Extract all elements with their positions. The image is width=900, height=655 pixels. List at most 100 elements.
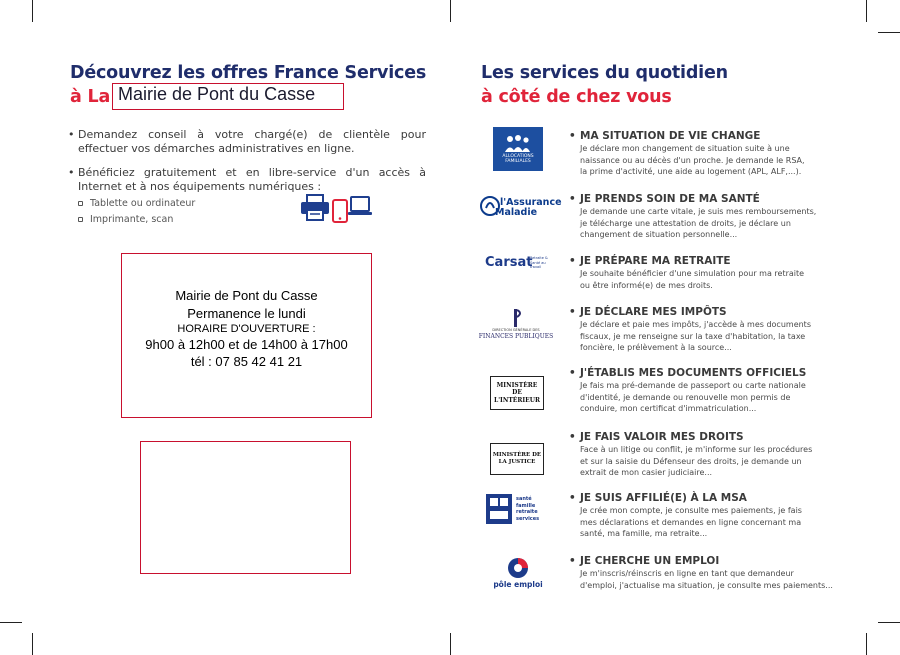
service-desc-line: Je fais ma pré-demande de passeport ou c… <box>580 381 806 390</box>
empty-info-box <box>140 441 351 574</box>
pole-emploi-logo: pôle emploi <box>490 553 546 593</box>
msa-logo: santé famille retraite services <box>486 494 546 524</box>
tablet-icon <box>332 199 348 223</box>
sub-item-imprimante: Imprimante, scan <box>68 212 426 228</box>
msa-logo-text2: famille <box>516 502 536 509</box>
square-bullet-icon <box>78 201 83 206</box>
service-desc-line: d'identité, je demande ou renouvelle mon… <box>580 392 791 402</box>
crop-mark <box>878 622 900 623</box>
service-sante: JE PRENDS SOIN DE MA SANTÉ Je demande un… <box>568 193 836 241</box>
service-situation-vie: MA SITUATION DE VIE CHANGE Je déclare mo… <box>568 130 836 178</box>
service-desc-line: fiscaux, je me renseigne sur la taxe d'h… <box>580 331 806 341</box>
caf-logo-text2: FAMILIALES <box>505 159 531 164</box>
caf-logo-text1: ALLOCATIONS <box>502 154 534 159</box>
justice-logo-text2: LA JUSTICE <box>498 459 536 465</box>
info-permanence: Permanence le lundi <box>187 306 306 321</box>
assurance-maladie-text1: l'Assurance <box>500 197 562 208</box>
service-title: JE DÉCLARE MES IMPÔTS <box>568 306 836 319</box>
carsat-logo: Carsat Retraite & Santé au travail <box>485 253 553 277</box>
left-title-line1: Découvrez les offres France Services <box>70 63 427 83</box>
crop-mark <box>32 0 33 22</box>
service-desc-line: et sur la saisie du Défenseur des droits… <box>580 456 802 466</box>
assurance-maladie-text2: Maladie <box>495 207 538 218</box>
interieur-logo-text3: L'INTÉRIEUR <box>494 396 540 404</box>
bullet-libre-service: Bénéficiez gratuitement et en libre-serv… <box>68 166 426 194</box>
msa-emblem-icon <box>486 494 512 524</box>
bullet-conseil: Demandez conseil à votre chargé(e) de cl… <box>68 128 426 156</box>
service-desc-line: changement de situation personnelle... <box>580 230 738 239</box>
square-bullet-icon <box>78 217 83 222</box>
right-title-line2: à côté de chez vous <box>481 87 672 107</box>
crop-mark <box>32 633 33 655</box>
service-desc-line: Je crée mon compte, je consulte mes paie… <box>580 506 802 515</box>
crop-mark <box>0 622 22 623</box>
family-icon <box>505 135 530 152</box>
location-name-field <box>112 83 344 110</box>
service-droits: JE FAIS VALOIR MES DROITS Face à un liti… <box>568 431 836 479</box>
msa-logo-text3: retraite <box>516 509 538 515</box>
msa-logo-text4: services <box>516 515 540 522</box>
service-desc-line: mes déclarations et demandes en ligne co… <box>580 517 802 527</box>
service-impots: JE DÉCLARE MES IMPÔTS Je déclare et paie… <box>568 306 836 354</box>
service-desc-line: je télécharge une attestation de droits,… <box>580 218 791 228</box>
interieur-logo-text2: DE <box>512 389 522 397</box>
sub-item-label: Tablette ou ordinateur <box>90 198 196 209</box>
left-bullet-list: Demandez conseil à votre chargé(e) de cl… <box>68 128 426 228</box>
right-title-line1: Les services du quotidien <box>481 63 728 83</box>
dgfip-emblem-icon <box>514 309 521 327</box>
service-desc-line: Face à un litige ou conflit, je m'inform… <box>580 445 813 454</box>
crop-mark <box>878 32 900 33</box>
crop-mark <box>450 0 451 22</box>
service-desc-line: Je déclare et paie mes impôts, j'accède … <box>580 320 811 329</box>
sub-item-label: Imprimante, scan <box>90 214 174 225</box>
service-desc-line: ou être informé(e) de mes droits. <box>580 280 713 290</box>
service-desc-line: naissance ou au décès d'un proche. Je de… <box>580 155 805 165</box>
left-title-prefix: à La <box>70 87 111 107</box>
service-title: JE FAIS VALOIR MES DROITS <box>568 431 836 444</box>
service-emploi: JE CHERCHE UN EMPLOI Je m'inscris/réinsc… <box>568 555 836 591</box>
crop-mark <box>450 633 451 655</box>
pole-emploi-emblem-icon <box>508 557 528 578</box>
service-desc-line: conduire, mon certificat d'immatriculati… <box>580 404 757 413</box>
info-horaires: 9h00 à 12h00 et de 14h00 à 17h00 <box>145 337 348 352</box>
dgfip-logo: DIRECTION GÉNÉRALE DES FINANCES PUBLIQUE… <box>478 302 554 346</box>
printer-icon <box>301 194 329 221</box>
service-retraite: JE PRÉPARE MA RETRAITE Je souhaite bénéf… <box>568 255 836 291</box>
service-desc-line: Je souhaite bénéficier d'une simulation … <box>580 269 805 278</box>
service-desc-line: d'emploi, j'actualise ma situation, je c… <box>580 580 833 590</box>
carsat-logo-text: Carsat <box>485 255 533 270</box>
crop-mark <box>866 0 867 22</box>
service-desc-line: Je m'inscris/réinscris en ligne en tant … <box>580 569 794 578</box>
ministere-justice-logo: MINISTÈRE DE LA JUSTICE <box>490 443 544 475</box>
caf-logo: ALLOCATIONS FAMILIALES <box>493 127 543 171</box>
pole-emploi-logo-text: pôle emploi <box>493 579 543 589</box>
service-title: JE CHERCHE UN EMPLOI <box>568 555 836 568</box>
service-documents: J'ÉTABLIS MES DOCUMENTS OFFICIELS Je fai… <box>568 367 836 415</box>
location-name-text: Mairie de Pont du Casse <box>118 84 316 104</box>
service-desc-line: la prime d'activité, une aide au logemen… <box>580 167 802 176</box>
service-desc-line: Je demande une carte vitale, je suis mes… <box>580 207 817 216</box>
service-title: JE PRENDS SOIN DE MA SANTÉ <box>568 193 836 206</box>
info-horaire-label: HORAIRE D'OUVERTURE : <box>177 323 316 335</box>
info-telephone: tél : 07 85 42 41 21 <box>190 354 303 369</box>
justice-logo-text1: MINISTÈRE DE <box>492 452 542 458</box>
service-desc-line: santé, ma famille, ma retraite... <box>580 529 708 538</box>
assurance-maladie-emblem-icon <box>480 196 500 216</box>
service-desc-line: extrait de mon casier judiciaire... <box>580 468 713 477</box>
service-title: MA SITUATION DE VIE CHANGE <box>568 130 836 143</box>
service-desc-line: Je déclare mon changement de situation s… <box>580 144 790 153</box>
service-title: JE PRÉPARE MA RETRAITE <box>568 255 836 268</box>
sub-item-tablette: Tablette ou ordinateur <box>68 196 426 212</box>
ministere-interieur-logo: MINISTÈRE DE L'INTÉRIEUR <box>490 376 544 410</box>
service-title: J'ÉTABLIS MES DOCUMENTS OFFICIELS <box>568 367 836 380</box>
info-location: Mairie de Pont du Casse <box>175 288 318 303</box>
interieur-logo-text1: MINISTÈRE <box>496 381 538 389</box>
msa-logo-text1: santé <box>516 496 532 502</box>
assurance-maladie-logo: l'Assurance Maladie <box>478 190 562 224</box>
crop-mark <box>866 633 867 655</box>
dgfip-logo-text2: FINANCES PUBLIQUES <box>478 333 554 340</box>
dgfip-logo-text1: DIRECTION GÉNÉRALE DES <box>492 328 540 332</box>
service-desc-line: foncière, le prélèvement à la source... <box>580 343 732 352</box>
service-msa: JE SUIS AFFILIÉ(E) À LA MSA Je crée mon … <box>568 492 836 540</box>
laptop-icon <box>348 196 372 215</box>
